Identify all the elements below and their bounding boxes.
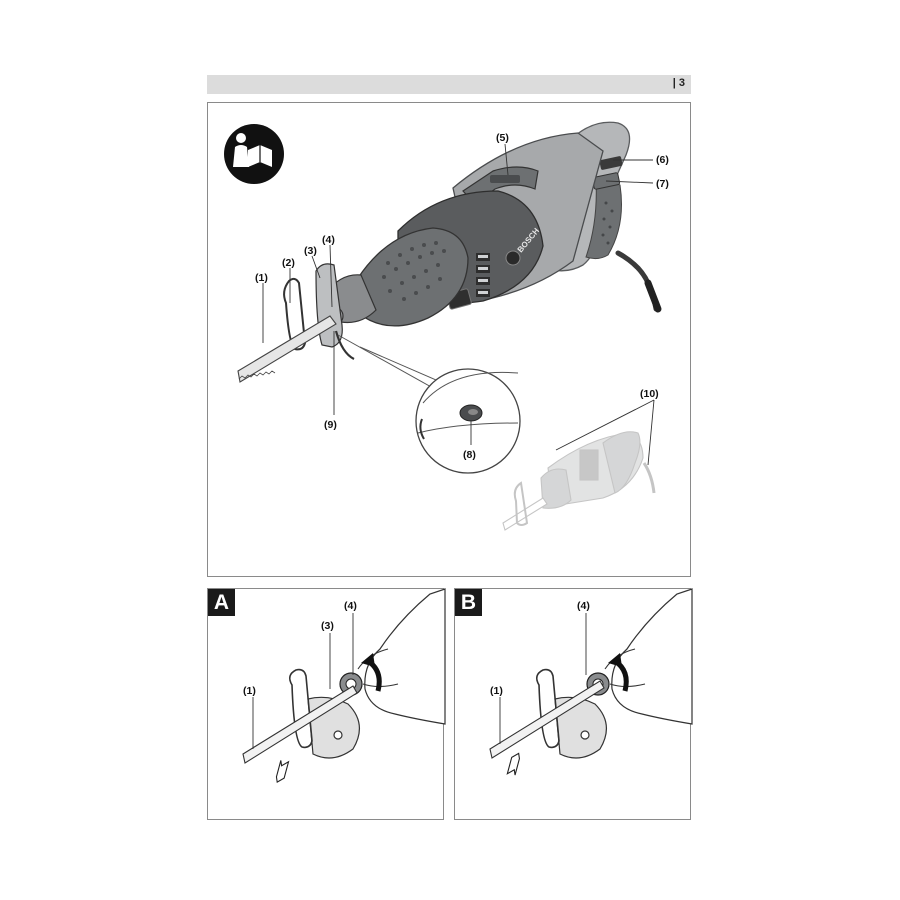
callout-8: (8)	[463, 449, 476, 461]
main-figure-panel: BOSCH	[207, 102, 691, 577]
remove-arrow-icon	[506, 752, 520, 776]
figure-a-callout-1: (1)	[243, 685, 256, 697]
figure-b-illustration: (1) (4)	[489, 588, 693, 776]
page-number: | 3	[672, 77, 685, 89]
callout-2: (2)	[282, 257, 295, 269]
callout-9: (9)	[324, 419, 337, 431]
callout-10: (10)	[640, 388, 659, 400]
figure-a-callout-4: (4)	[344, 600, 357, 612]
callout-3: (3)	[304, 245, 317, 257]
callout-6: (6)	[656, 154, 669, 166]
figure-a-panel: A (1) (3) (4)	[207, 588, 446, 820]
figure-a-callout-3: (3)	[321, 620, 334, 632]
callout-7: (7)	[656, 178, 669, 190]
read-manual-icon	[224, 124, 284, 184]
figure-b-letter: B	[455, 589, 482, 616]
figure-b-panel: B (1) (4)	[454, 588, 693, 820]
callout-4: (4)	[322, 234, 335, 246]
callout-1: (1)	[255, 272, 268, 284]
figure-b-callout-1: (1)	[490, 685, 503, 697]
callout-5: (5)	[496, 132, 509, 144]
saw-illustration: BOSCH	[224, 121, 669, 531]
page-header-bar: | 3	[207, 75, 691, 94]
figure-a-illustration: (1) (3) (4)	[242, 588, 446, 784]
insert-arrow-icon	[275, 760, 290, 784]
figure-a-letter: A	[208, 589, 235, 616]
figure-b-callout-4: (4)	[577, 600, 590, 612]
